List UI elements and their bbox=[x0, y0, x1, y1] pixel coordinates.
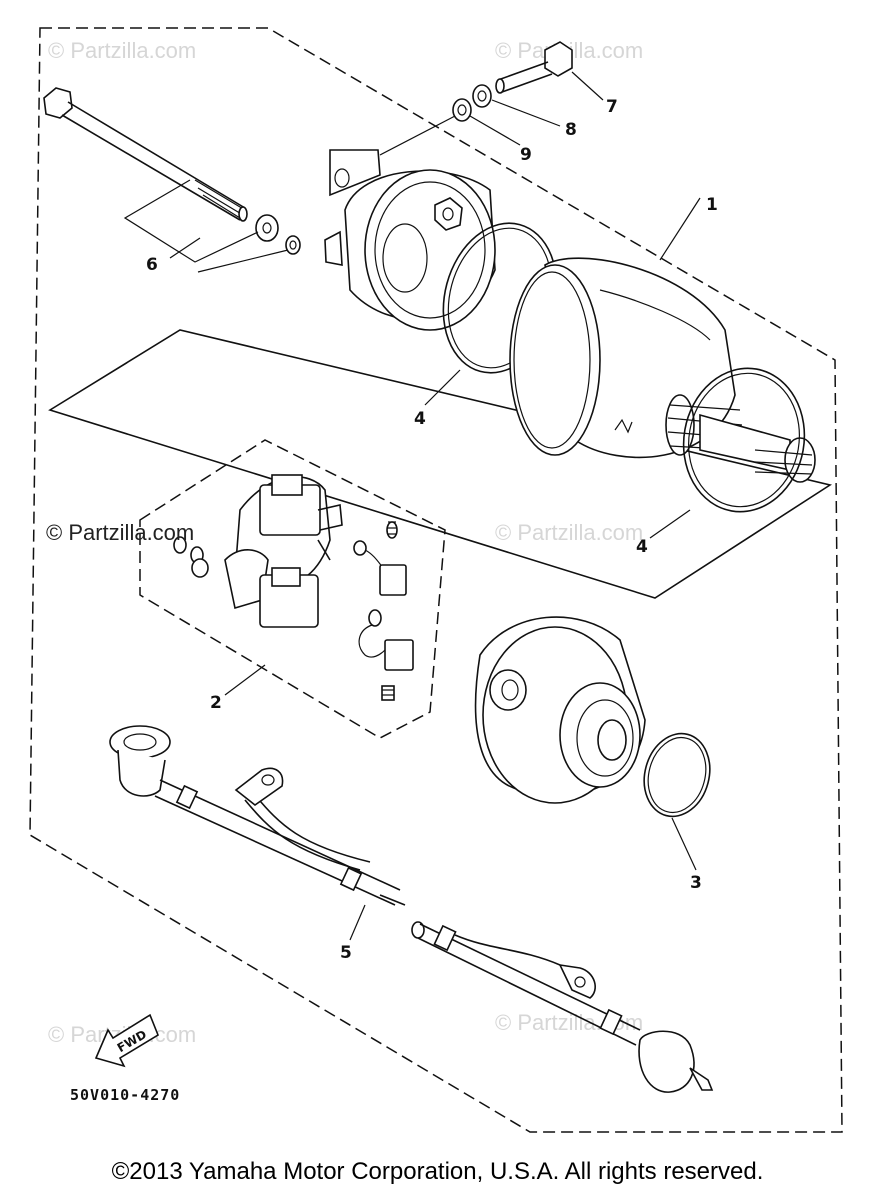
watermark-bottom-right: © Partzilla.com bbox=[495, 1010, 643, 1035]
watermark-mid-left: © Partzilla.com bbox=[46, 520, 194, 545]
cable-end bbox=[411, 921, 714, 1093]
label-part-6: 6 bbox=[146, 255, 158, 275]
brush-set-1 bbox=[353, 521, 407, 596]
copyright-notice: ©2013 Yamaha Motor Corporation, U.S.A. A… bbox=[111, 1158, 764, 1185]
leader-1 bbox=[659, 197, 701, 261]
leader-6 bbox=[169, 237, 201, 259]
brush-set-2 bbox=[358, 609, 414, 701]
leader-8 bbox=[491, 99, 561, 127]
brush-holder-boundary bbox=[139, 439, 446, 739]
label-part-3: 3 bbox=[690, 873, 702, 893]
leader-6-bracket bbox=[123, 179, 259, 263]
label-part-7: 7 bbox=[606, 97, 618, 117]
assembly-boundary bbox=[29, 27, 843, 1133]
o-ring-3-inner bbox=[647, 736, 707, 814]
o-ring-3 bbox=[643, 732, 711, 818]
armature-plane bbox=[48, 329, 833, 599]
watermark-top-left: © Partzilla.com bbox=[48, 38, 196, 63]
through-bolt-washers bbox=[255, 214, 301, 255]
leader-4a bbox=[424, 369, 461, 406]
front-cover bbox=[324, 149, 496, 331]
washer-8 bbox=[472, 84, 492, 108]
brush-holder-screws bbox=[173, 536, 209, 578]
diagram-code: 50V010-4270 bbox=[70, 1086, 180, 1104]
mounting-bolt bbox=[495, 41, 573, 94]
leader-4b bbox=[649, 509, 691, 539]
washer-9 bbox=[452, 98, 472, 122]
leader-3 bbox=[671, 817, 697, 871]
leader-9b bbox=[379, 115, 456, 156]
label-part-2: 2 bbox=[210, 693, 222, 713]
label-part-8: 8 bbox=[565, 120, 577, 140]
leader-5 bbox=[349, 904, 366, 941]
label-part-9: 9 bbox=[520, 145, 532, 165]
o-ring-4-lower bbox=[682, 367, 806, 513]
armature-shaft bbox=[665, 394, 816, 483]
label-part-4-lower: 4 bbox=[636, 537, 648, 557]
label-part-1: 1 bbox=[706, 195, 718, 215]
leader-9 bbox=[469, 115, 521, 146]
leader-7 bbox=[571, 71, 604, 101]
washer-8-hole bbox=[477, 90, 487, 102]
label-part-5: 5 bbox=[340, 943, 352, 963]
o-ring-4-lower-inner bbox=[688, 372, 800, 508]
washer-9-hole bbox=[457, 104, 467, 116]
leader-2 bbox=[224, 664, 266, 696]
leader-6b bbox=[197, 249, 289, 273]
rear-cover bbox=[474, 616, 646, 804]
watermark-mid-right: © Partzilla.com bbox=[495, 520, 643, 545]
brush-holder bbox=[224, 474, 343, 628]
through-bolt bbox=[43, 87, 248, 222]
starter-cable bbox=[109, 725, 406, 906]
label-part-4-upper: 4 bbox=[414, 409, 426, 429]
